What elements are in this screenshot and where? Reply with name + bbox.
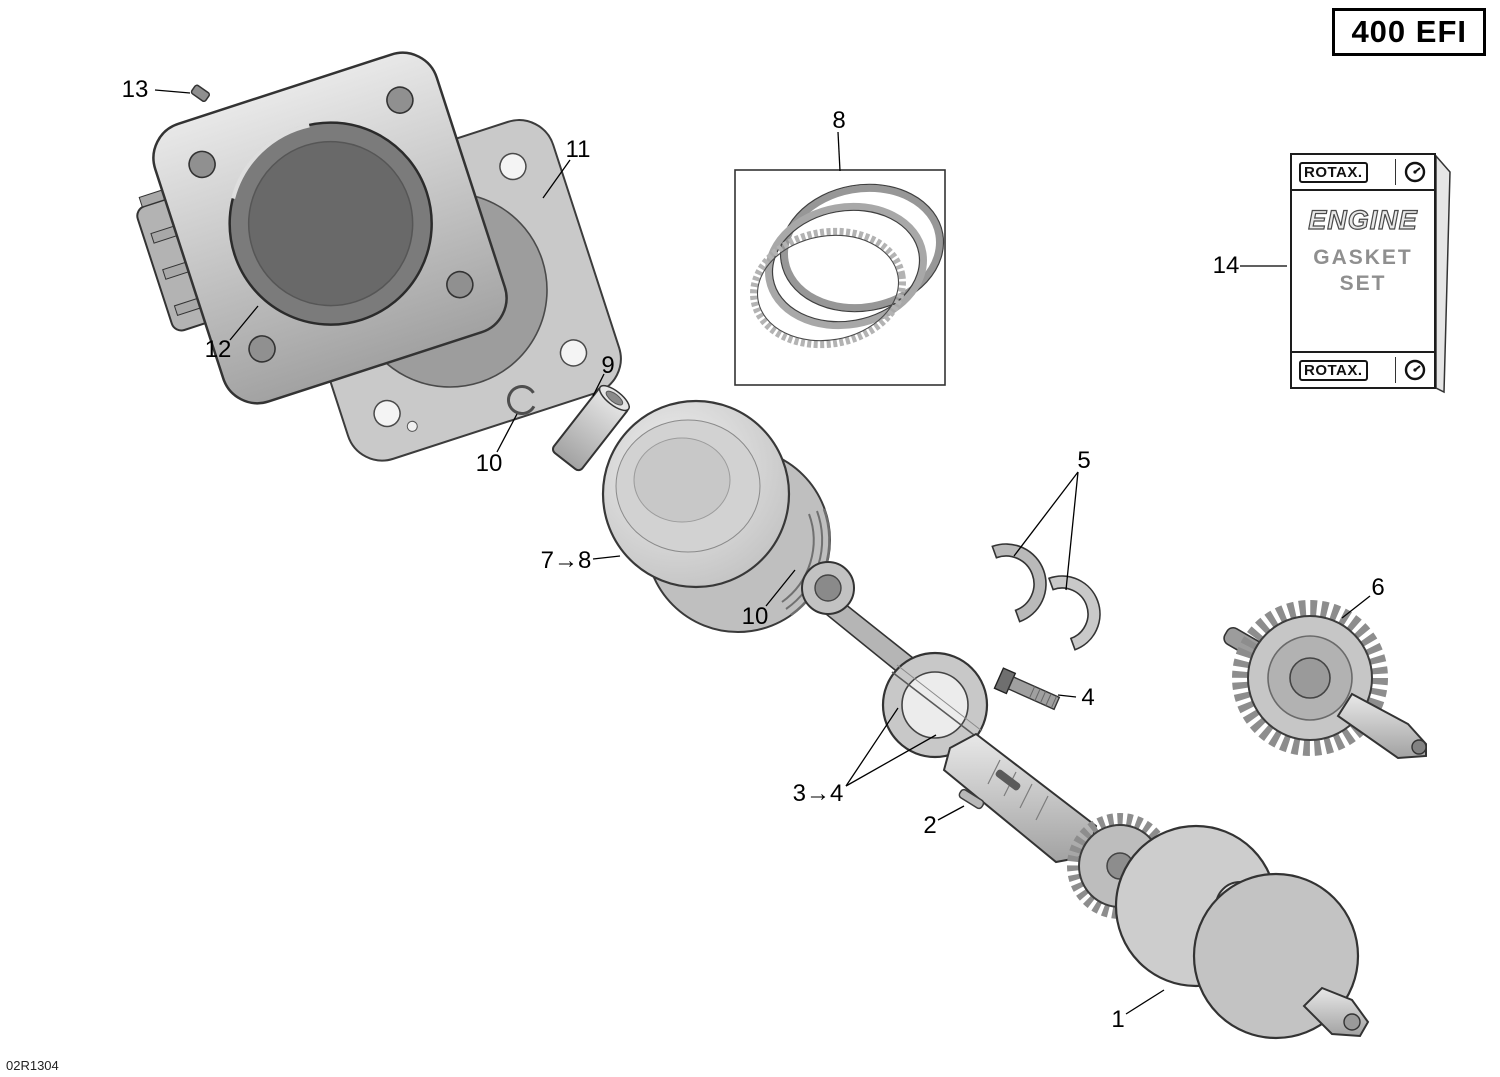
model-title-box: 400 EFI — [1332, 8, 1486, 56]
circlip-upper — [507, 385, 537, 415]
gasket-set-carton-fold — [1435, 154, 1451, 394]
callout-1: 1 — [1111, 1006, 1125, 1033]
leader-lines — [154, 89, 1371, 1015]
callout-10-a: 10 — [475, 450, 503, 477]
gasket-set-gasket-text: GASKET — [1313, 246, 1413, 269]
balance-shaft — [1223, 600, 1427, 760]
bleed-screw — [190, 84, 211, 103]
rotax-logo-top: ROTAX. — [1299, 161, 1368, 183]
crankshaft — [942, 732, 1370, 1040]
callout-3-4: 3→4 — [792, 780, 844, 807]
gasket-set-engine-text: ENGINE — [1308, 204, 1418, 235]
callout-5: 5 — [1077, 447, 1091, 474]
document-code: 02R1304 — [6, 1058, 59, 1073]
callout-14: 14 — [1212, 252, 1240, 279]
callout-11: 11 — [565, 136, 591, 163]
bearing-shells — [991, 543, 1101, 651]
callout-2: 2 — [923, 812, 937, 839]
callout-6: 6 — [1371, 574, 1385, 601]
gasket-set-carton: ROTAX. ENGINE GASKET SET ROTAX. — [1290, 153, 1436, 389]
callout-10-b: 10 — [741, 603, 769, 630]
woodruff-key — [958, 788, 985, 810]
rod-bolt — [993, 667, 1061, 711]
gasket-set-set-text: SET — [1339, 272, 1387, 295]
gasket-set-footer: ROTAX. — [1292, 351, 1434, 387]
piston-ring-set — [734, 169, 946, 386]
callout-4: 4 — [1081, 684, 1095, 711]
callout-8: 8 — [832, 107, 846, 134]
callout-12: 12 — [204, 336, 232, 363]
gauge-icon-bottom — [1395, 357, 1427, 383]
callout-9: 9 — [601, 352, 615, 379]
connecting-rod — [801, 561, 989, 759]
rotax-logo-bottom: ROTAX. — [1299, 359, 1368, 381]
piston-pin — [551, 384, 630, 472]
gauge-icon-top — [1395, 159, 1427, 185]
gasket-set-header: ROTAX. — [1292, 155, 1434, 191]
callout-7-8: 7→8 — [540, 547, 592, 574]
piston — [601, 399, 831, 633]
cylinder — [136, 51, 508, 405]
callout-13: 13 — [121, 76, 149, 103]
